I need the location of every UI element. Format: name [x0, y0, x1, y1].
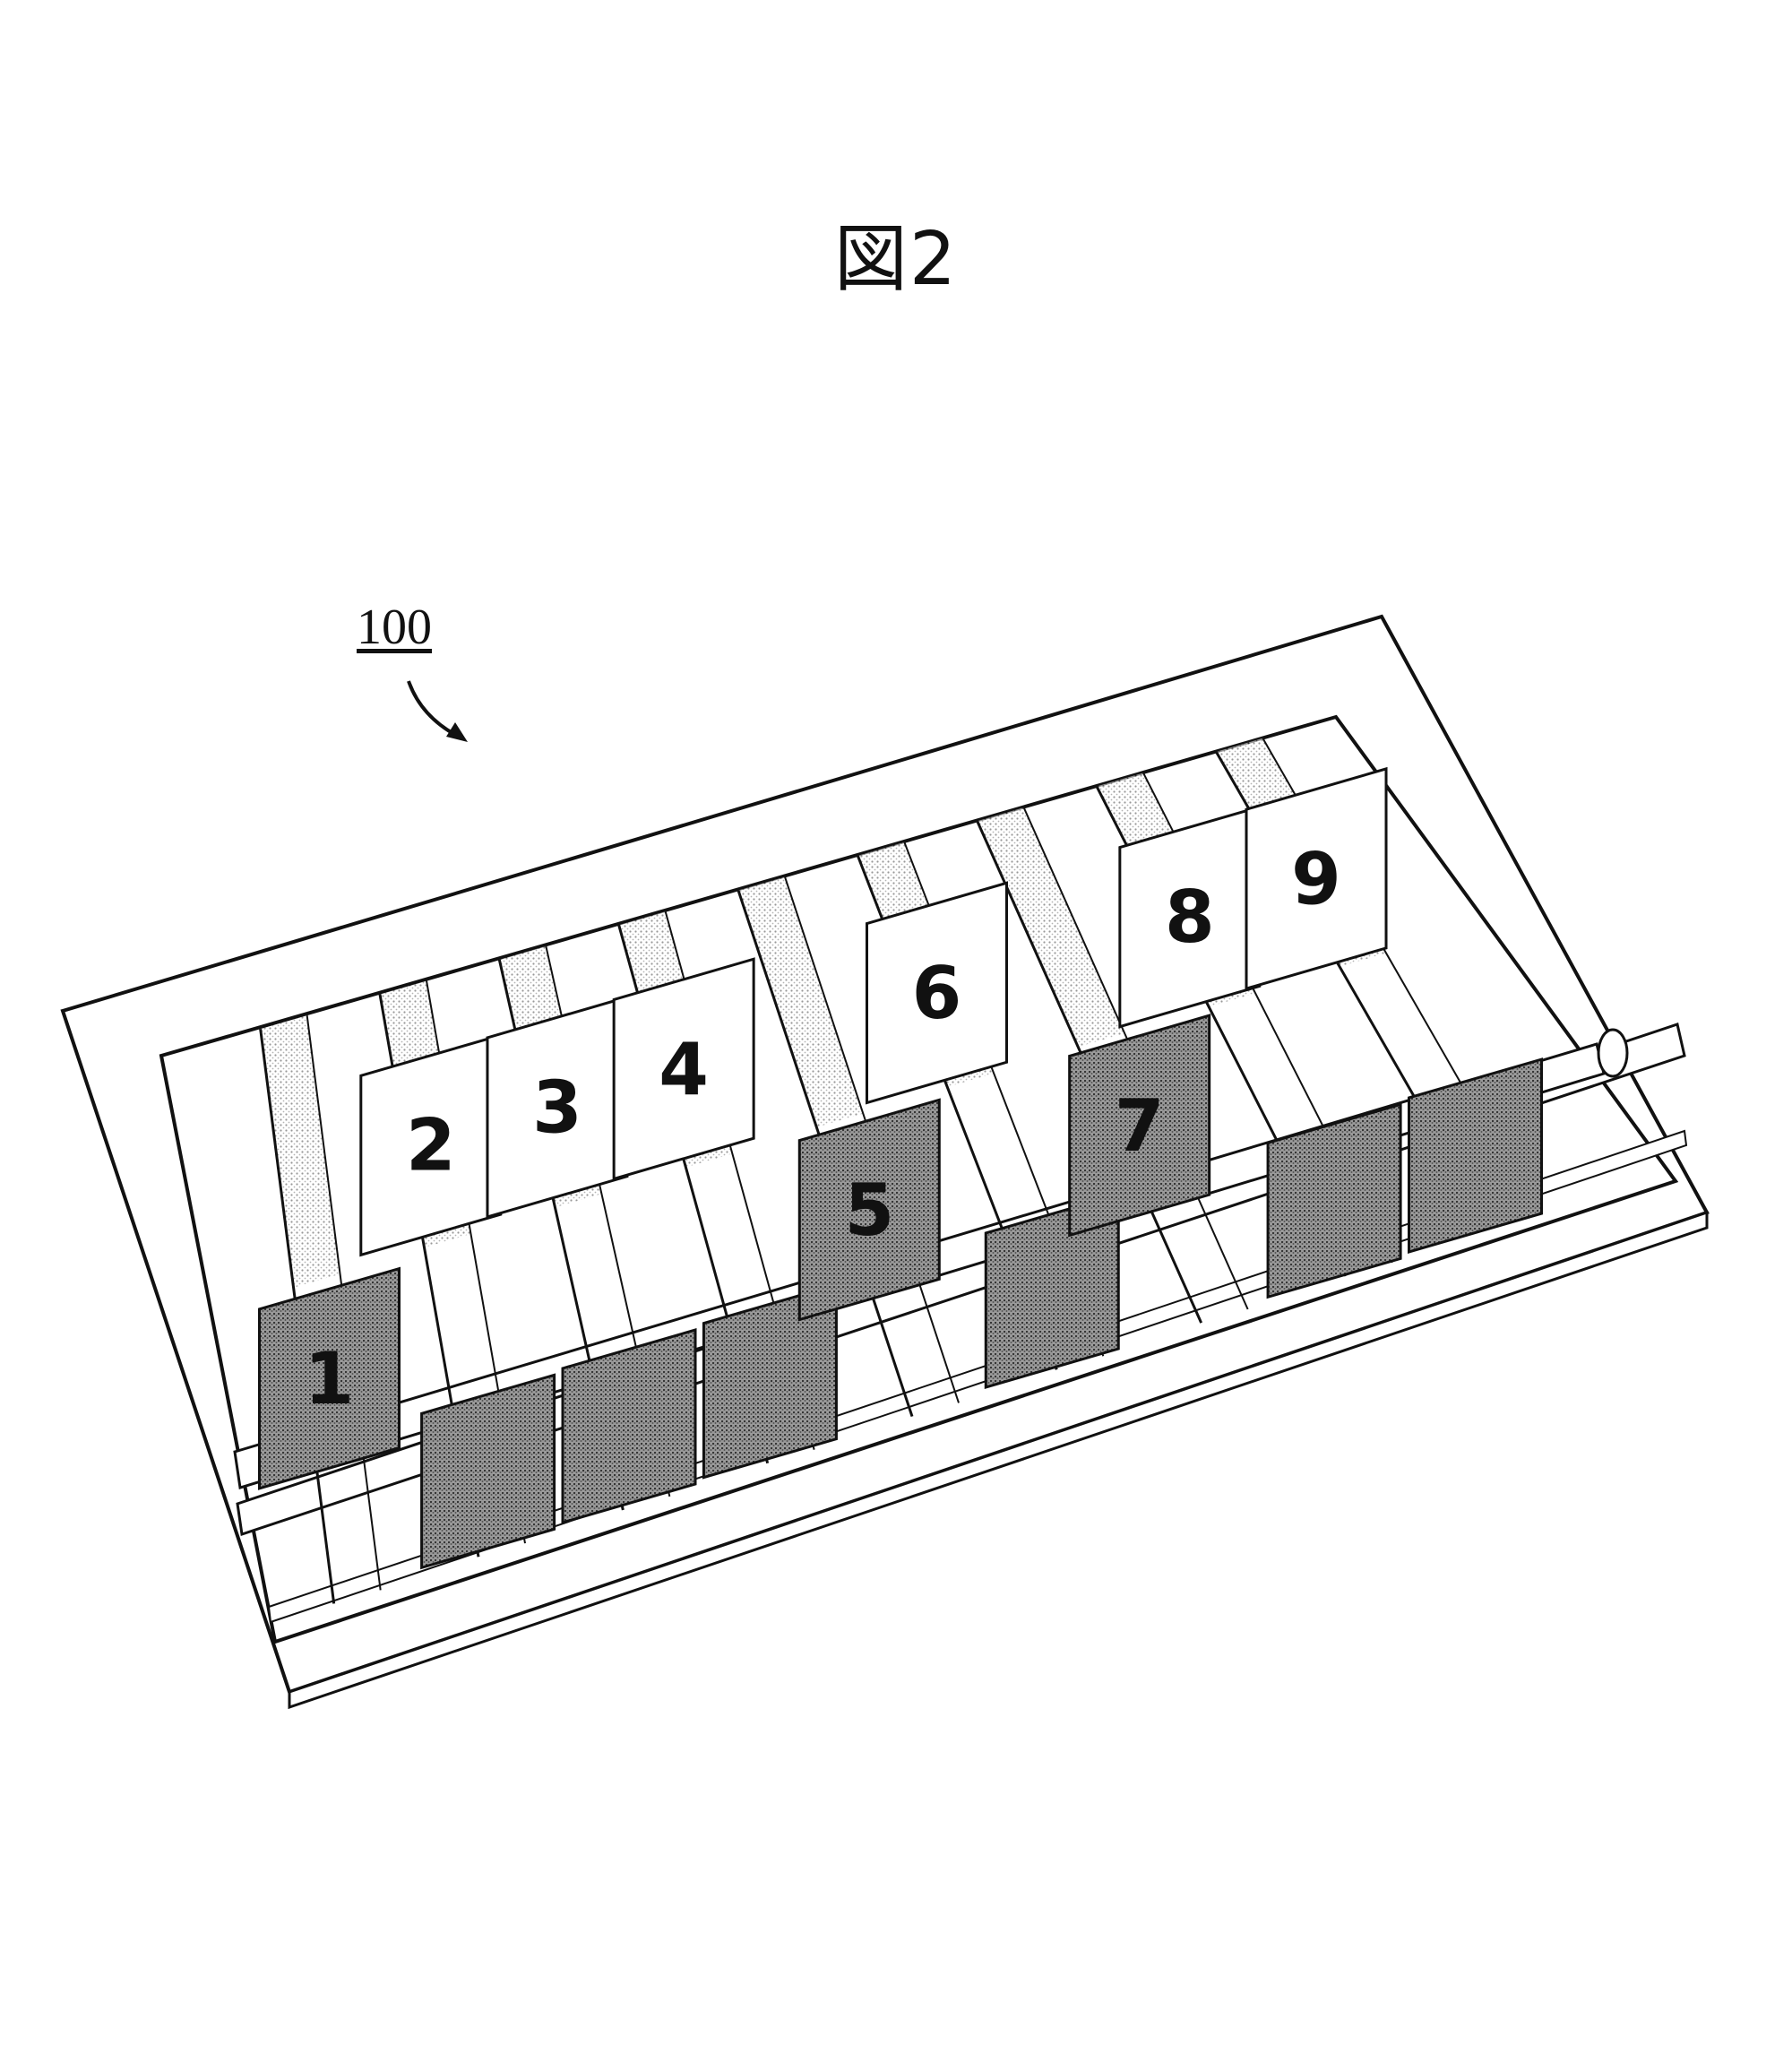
rod-1-shade — [260, 1015, 340, 1288]
tile-label-1: 1 — [305, 1337, 355, 1420]
counter-block-8 — [1266, 1102, 1402, 1299]
tile-label-9: 9 — [1291, 838, 1341, 921]
tile-7 — [1068, 1014, 1211, 1238]
tile-4 — [612, 957, 755, 1181]
beam-knob — [1597, 1028, 1629, 1078]
counter-block-2 — [420, 1373, 556, 1570]
tile-label-8: 8 — [1165, 876, 1215, 959]
leader-arrow — [407, 680, 460, 738]
reference-numeral: 100 — [357, 600, 432, 655]
tile-label-4: 4 — [659, 1028, 709, 1111]
tile-1 — [258, 1266, 401, 1490]
tile-label-7: 7 — [1115, 1084, 1165, 1168]
tile-6 — [865, 881, 1008, 1105]
rod-5-shade — [738, 876, 864, 1127]
tile-label-3: 3 — [532, 1066, 582, 1149]
leader-arrowhead — [446, 722, 468, 742]
tile-5 — [797, 1098, 941, 1322]
counter-block-4 — [702, 1282, 838, 1480]
rod-7-shade — [977, 807, 1125, 1048]
figure-caption: 図2 — [833, 217, 959, 302]
counter-block-9 — [1407, 1057, 1543, 1254]
counter-block-3 — [561, 1328, 697, 1524]
tile-label-6: 6 — [912, 952, 962, 1035]
tile-label-2: 2 — [406, 1104, 456, 1187]
tile-label-5: 5 — [844, 1169, 894, 1252]
tile-9 — [1245, 766, 1388, 991]
board-edge — [288, 1210, 1709, 1710]
